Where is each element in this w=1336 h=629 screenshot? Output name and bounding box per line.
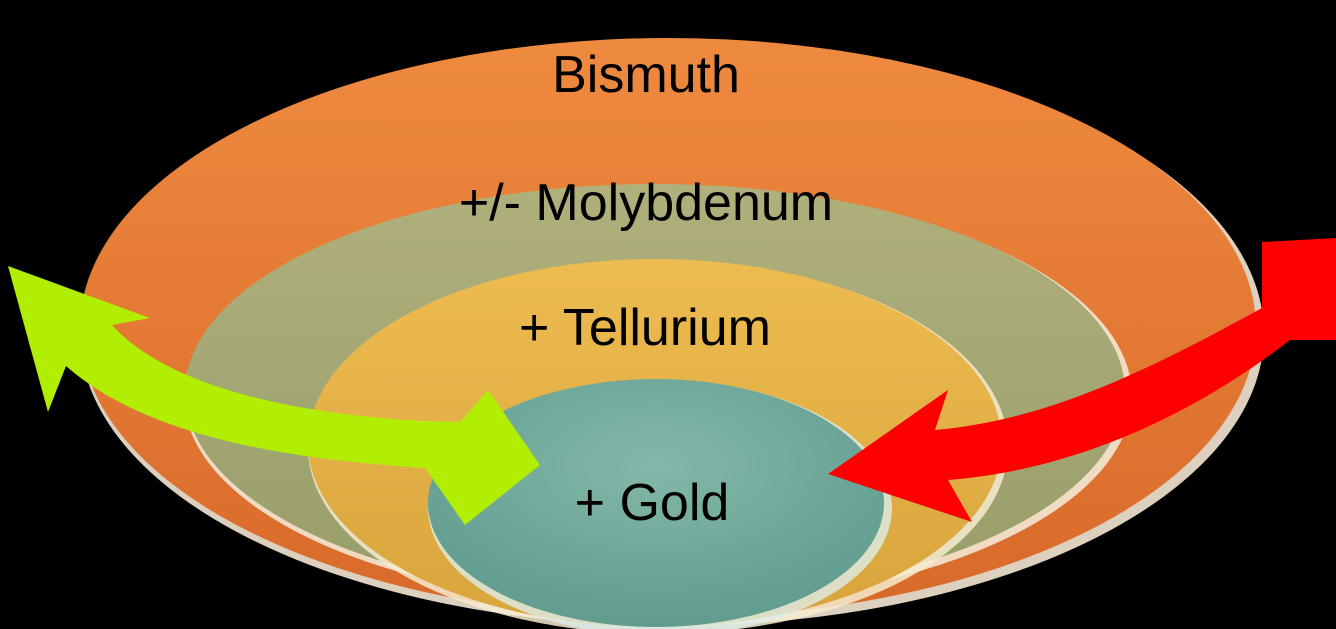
- layer-label-gold: + Gold: [575, 474, 730, 532]
- outflow-arrow-shaft: [8, 266, 540, 525]
- layer-label-bismuth: Bismuth: [552, 46, 740, 104]
- layer-label-tellurium: + Tellurium: [519, 299, 771, 357]
- outflow-arrow: [8, 266, 540, 525]
- layer-gold: + Gold: [428, 379, 892, 629]
- gold-ellipse: [428, 379, 884, 627]
- layer-label-molybdenum: +/- Molybdenum: [459, 174, 833, 232]
- inflow-arrow: [828, 238, 1336, 522]
- inflow-arrow-shaft: [828, 238, 1336, 522]
